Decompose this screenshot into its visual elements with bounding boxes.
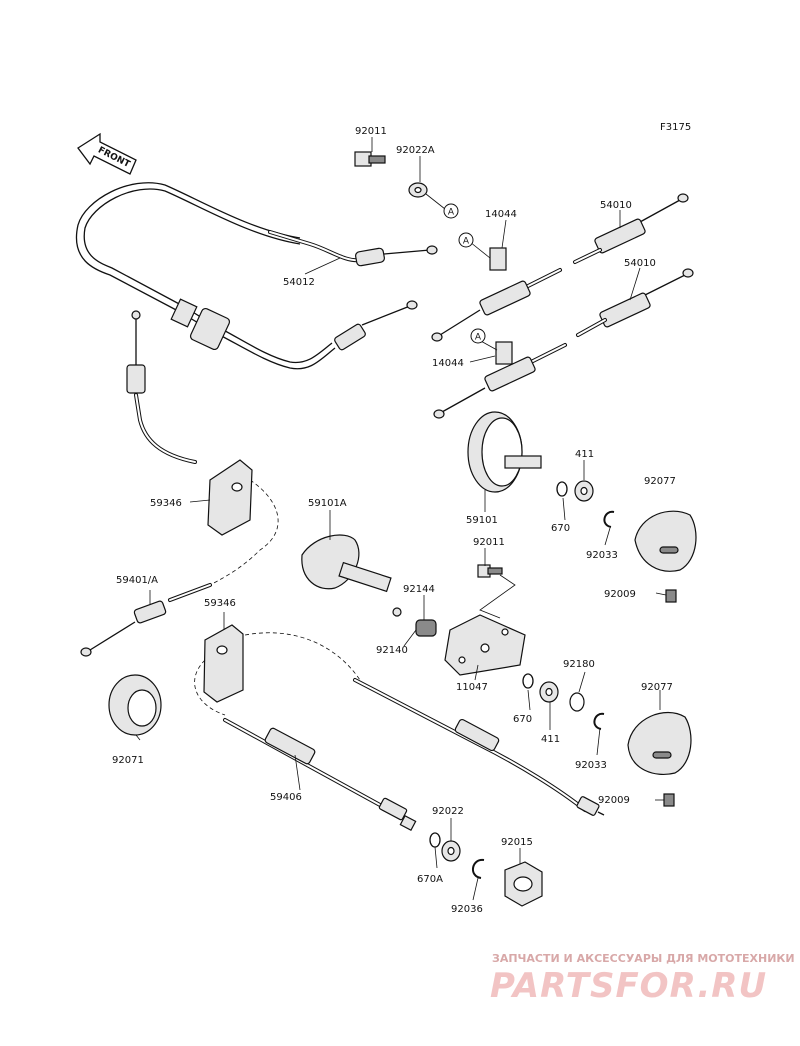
label-92036: 92036	[451, 904, 483, 915]
oring-670-top	[556, 481, 568, 497]
clamp-14044-top	[489, 247, 507, 271]
cable-59401	[80, 310, 279, 657]
screw-92009-top	[665, 589, 677, 603]
washer-92022A	[408, 182, 428, 198]
bolt-92011-mid	[477, 564, 503, 578]
ref-marker-a-1: A	[443, 203, 459, 219]
connector-line	[479, 574, 516, 619]
label-411-mid: 411	[541, 734, 560, 745]
lever-59101A	[301, 534, 392, 593]
ref-marker-a-2: A	[458, 232, 474, 248]
nut-92015	[504, 861, 543, 907]
clamp-14044-mid	[495, 341, 513, 365]
label-92140: 92140	[376, 645, 408, 656]
svg-text:A: A	[475, 333, 482, 343]
cable-54010-b	[576, 268, 694, 337]
label-59101A: 59101A	[308, 498, 347, 509]
label-54010-mid: 54010	[624, 258, 656, 269]
label-54012: 54012	[283, 277, 315, 288]
label-59101: 59101	[466, 515, 498, 526]
label-14044-mid: 14044	[432, 358, 464, 369]
washer-92022	[441, 840, 461, 862]
clip-92033-top	[603, 510, 615, 528]
knob-92077-top	[634, 510, 697, 572]
oring-670-mid	[522, 673, 534, 689]
label-92077-top: 92077	[644, 476, 676, 487]
label-92144: 92144	[403, 584, 435, 595]
watermark: ЗАПЧАСТИ И АКСЕССУАРЫ ДЛЯ МОТОТЕХНИКИ PA…	[490, 952, 795, 1006]
label-92033-mid: 92033	[575, 760, 607, 771]
bracket-11047	[444, 614, 526, 676]
bracket-59346-upper	[207, 459, 253, 536]
leader-lines	[135, 137, 667, 901]
label-92180: 92180	[563, 659, 595, 670]
part-labels: 92011 92022A 14044 54010 54010 54012 140…	[112, 126, 676, 915]
label-411-top: 411	[575, 449, 594, 460]
washer-411-mid	[539, 681, 559, 703]
label-92009-top: 92009	[604, 589, 636, 600]
spring-92144	[415, 619, 437, 637]
roller-92071	[108, 674, 162, 736]
ball-92140	[392, 607, 402, 617]
label-670-top: 670	[551, 523, 570, 534]
label-92009-mid: 92009	[598, 795, 630, 806]
label-92022: 92022	[432, 806, 464, 817]
svg-text:A: A	[463, 237, 470, 247]
label-59346-mid: 59346	[204, 598, 236, 609]
watermark-caption: ЗАПЧАСТИ И АКСЕССУАРЫ ДЛЯ МОТОТЕХНИКИ	[492, 952, 795, 965]
label-92022A: 92022A	[396, 145, 435, 156]
knob-92077-mid	[627, 712, 692, 775]
label-670A: 670A	[417, 874, 443, 885]
label-11047: 11047	[456, 682, 488, 693]
label-92011-top: 92011	[355, 126, 387, 137]
label-92011-mid: 92011	[473, 537, 505, 548]
label-92033-top: 92033	[586, 550, 618, 561]
watermark-logo: PARTSFOR.RU	[490, 966, 767, 1006]
clip-92033-mid	[593, 712, 605, 730]
screw-92009-mid	[663, 793, 675, 807]
collar-92180	[569, 692, 585, 712]
label-92071: 92071	[112, 755, 144, 766]
bolt-92011-top	[354, 151, 386, 167]
label-14044-top: 14044	[485, 209, 517, 220]
label-59406: 59406	[270, 792, 302, 803]
figure-code: F3175	[660, 122, 691, 133]
label-92015: 92015	[501, 837, 533, 848]
label-59401A: 59401/A	[116, 575, 158, 586]
label-54010-top: 54010	[600, 200, 632, 211]
washer-411-top	[574, 480, 594, 502]
oring-670A	[429, 832, 441, 848]
clip-92036	[472, 858, 485, 879]
front-arrow-icon: FRONT	[77, 132, 137, 175]
ref-marker-a-3: A	[470, 328, 486, 344]
cable-59406	[194, 632, 605, 832]
cable-54012	[75, 182, 438, 370]
cable-54010-d	[433, 343, 567, 419]
pulley-59101	[467, 411, 542, 493]
label-92077-mid: 92077	[641, 682, 673, 693]
bracket-59346-mid	[203, 624, 244, 703]
label-670-mid: 670	[513, 714, 532, 725]
svg-text:A: A	[448, 208, 455, 218]
label-59346-top: 59346	[150, 498, 182, 509]
cable-54010-c	[431, 268, 562, 342]
cable-54010-a	[573, 193, 689, 264]
